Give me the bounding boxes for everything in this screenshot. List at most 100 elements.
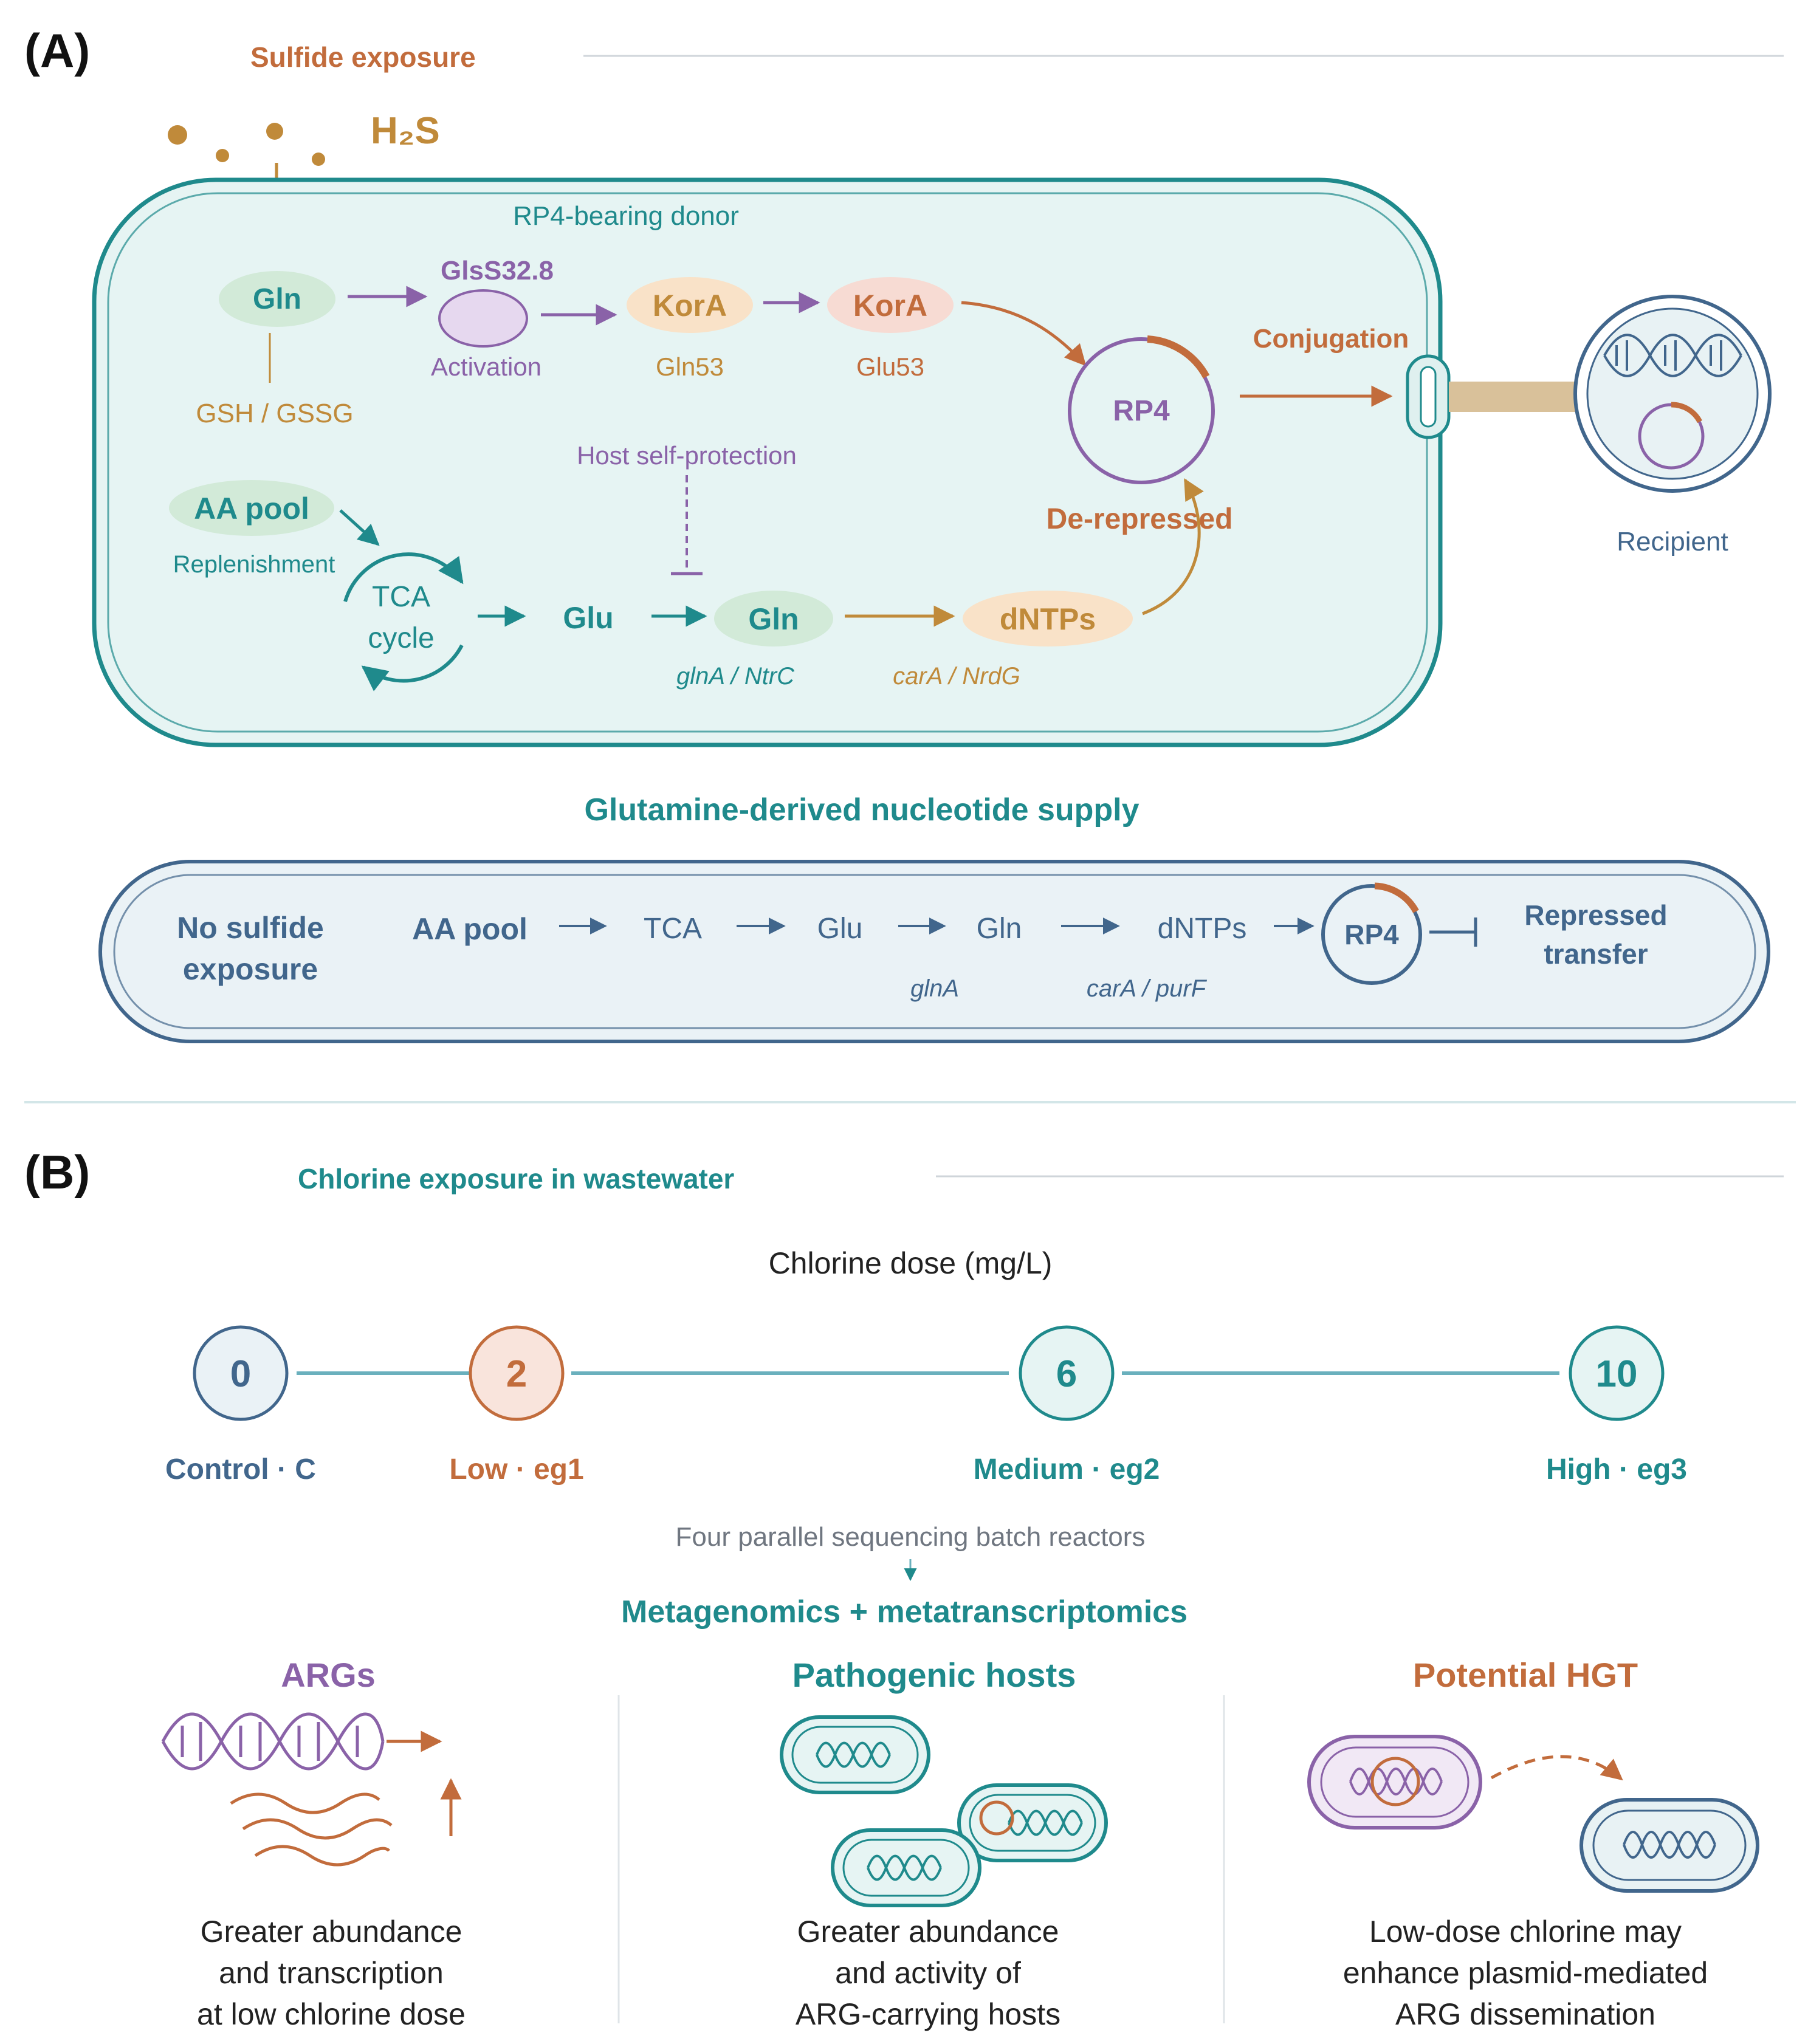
recipient-dna-icon <box>1603 334 1742 377</box>
aa-pool-to-tca-arrow <box>339 509 380 546</box>
aa-pool-node <box>169 480 334 536</box>
dose-label: Medium · eg2 <box>974 1453 1160 1486</box>
glss-node <box>438 289 528 348</box>
args-column: ARGs Greater abundance and transcription… <box>161 1656 466 2031</box>
gln-top-label: Gln <box>253 283 301 315</box>
kora-gln53-label: KorA <box>653 289 727 323</box>
activation-label: Activation <box>431 352 541 381</box>
tca-cycle-arc-lower <box>361 644 464 691</box>
recipient-bacterium-icon <box>1579 1798 1759 1893</box>
column-text-line3: ARG dissemination <box>1395 1997 1655 2031</box>
dose-circle <box>469 1325 565 1421</box>
panel-b: (B) Chlorine exposure in wastewater Chlo… <box>24 1145 1784 2031</box>
dose-high: 10 High · eg3 <box>1546 1325 1687 1486</box>
dntps-to-rp4-arrow <box>1142 478 1204 616</box>
dose-value: 0 <box>230 1353 251 1395</box>
bar-glu-label: Glu <box>817 913 863 945</box>
bar-gln-label: Gln <box>977 913 1022 945</box>
tca-cycle-arc-upper <box>343 552 464 602</box>
donor-bacterium-icon <box>1307 1735 1482 1830</box>
gln-top-node <box>219 271 335 327</box>
repressed-line1: Repressed <box>1524 899 1667 931</box>
supply-title: Glutamine-derived nucleotide supply <box>584 792 1139 828</box>
dose-value: 10 <box>1596 1353 1638 1395</box>
aa-pool-label: AA pool <box>194 492 309 526</box>
dose-label: High · eg3 <box>1546 1453 1687 1486</box>
h2s-molecules-icon <box>168 123 325 166</box>
tca-label-line2: cycle <box>368 622 434 654</box>
recipient-cell-inner <box>1586 307 1759 480</box>
h2s-label: H₂S <box>371 110 440 152</box>
bar-rp4-segment <box>1374 882 1419 913</box>
sulfide-exposure-title: Sulfide exposure <box>250 41 476 73</box>
kora-gln53-sublabel: Gln53 <box>656 352 724 381</box>
rp4-plasmid-segment <box>1147 335 1210 379</box>
column-title: Potential HGT <box>1413 1656 1638 1694</box>
dose-value: 2 <box>506 1353 527 1395</box>
column-title: Pathogenic hosts <box>792 1656 1076 1694</box>
donor-cell-inner <box>107 192 1428 733</box>
panel-a-label: (A) <box>24 24 90 77</box>
gsh-gssg-label: GSH / GSSG <box>196 399 353 428</box>
repressed-line2: transfer <box>1544 938 1648 970</box>
gln-mid-sublabel: glnA / NtrC <box>676 663 795 690</box>
bacterium-icon <box>957 1783 1108 1862</box>
bar-cara-label: carA / purF <box>1087 975 1208 1002</box>
rp4-label: RP4 <box>1113 395 1170 427</box>
bar-dntps-label: dNTPs <box>1158 913 1247 945</box>
glu-label: Glu <box>563 601 613 635</box>
bar-rp4-plasmid <box>1321 884 1422 985</box>
omics-title: Metagenomics + metatranscriptomics <box>621 1594 1188 1630</box>
plasmid-icon <box>1370 1757 1420 1806</box>
mrna-transcripts-icon <box>230 1792 393 1867</box>
mating-bridge <box>1449 382 1578 412</box>
column-text-line1: Low-dose chlorine may <box>1369 1915 1682 1949</box>
glss-label: GlsS32.8 <box>441 256 554 286</box>
bacterium-icon <box>780 1715 930 1794</box>
potential-hgt-column: Potential HGT Low-dose chlorine m <box>1307 1656 1759 2031</box>
panel-a: (A) Sulfide exposure H₂S RP4-bearing don… <box>24 24 1784 1043</box>
column-text-line3: ARG-carrying hosts <box>796 1997 1060 2031</box>
hgt-transfer-arrow <box>1490 1755 1623 1781</box>
column-title: ARGs <box>281 1656 376 1694</box>
pathogenic-hosts-column: Pathogenic hosts <box>780 1656 1108 2031</box>
recipient-plasmid-segment <box>1671 402 1702 424</box>
conjugation-pore-inner <box>1420 366 1437 428</box>
dntps-label: dNTPs <box>1000 602 1096 636</box>
dose-low: 2 Low · eg1 <box>449 1325 584 1486</box>
dose-control: 0 Control · C <box>165 1325 316 1486</box>
chlorine-exposure-title: Chlorine exposure in wastewater <box>298 1163 734 1195</box>
kora-glu53-sublabel: Glu53 <box>856 352 924 381</box>
kora-glu53-label: KorA <box>853 289 927 323</box>
de-repressed-label: De-repressed <box>1047 503 1233 535</box>
no-sulfide-cell-outer <box>98 860 1770 1043</box>
kora-glu53-node <box>827 277 954 333</box>
dna-helix-icon <box>161 1712 385 1771</box>
bar-glna-label: glnA <box>910 975 959 1002</box>
no-sulfide-line1: No sulfide <box>177 911 324 945</box>
dose-circle <box>1019 1325 1115 1421</box>
column-text-line2: and transcription <box>219 1956 444 1990</box>
chlorine-dose-title: Chlorine dose (mg/L) <box>769 1246 1053 1280</box>
dose-circle <box>1569 1325 1665 1421</box>
dose-value: 6 <box>1056 1353 1077 1395</box>
replenishment-label: Replenishment <box>173 551 335 578</box>
dose-label: Control · C <box>165 1453 316 1486</box>
bacterium-icon <box>831 1828 981 1907</box>
kora-gln53-node <box>627 277 753 333</box>
column-text-line3: at low chlorine dose <box>197 1997 466 2031</box>
bar-rp4-label: RP4 <box>1344 919 1399 950</box>
dose-medium: 6 Medium · eg2 <box>974 1325 1160 1486</box>
plasmid-icon <box>979 1800 1014 1836</box>
host-self-protection-label: Host self-protection <box>577 441 797 470</box>
reactors-note: Four parallel sequencing batch reactors <box>676 1522 1146 1552</box>
bar-tca-label: TCA <box>644 913 702 945</box>
dntps-node <box>963 591 1133 646</box>
rp4-plasmid <box>1068 337 1215 484</box>
column-text-line1: Greater abundance <box>201 1915 462 1949</box>
panel-b-label: (B) <box>24 1145 90 1199</box>
tca-label-line1: TCA <box>372 581 430 613</box>
conjugation-label: Conjugation <box>1253 324 1409 354</box>
column-text-line2: enhance plasmid-mediated <box>1343 1956 1708 1990</box>
